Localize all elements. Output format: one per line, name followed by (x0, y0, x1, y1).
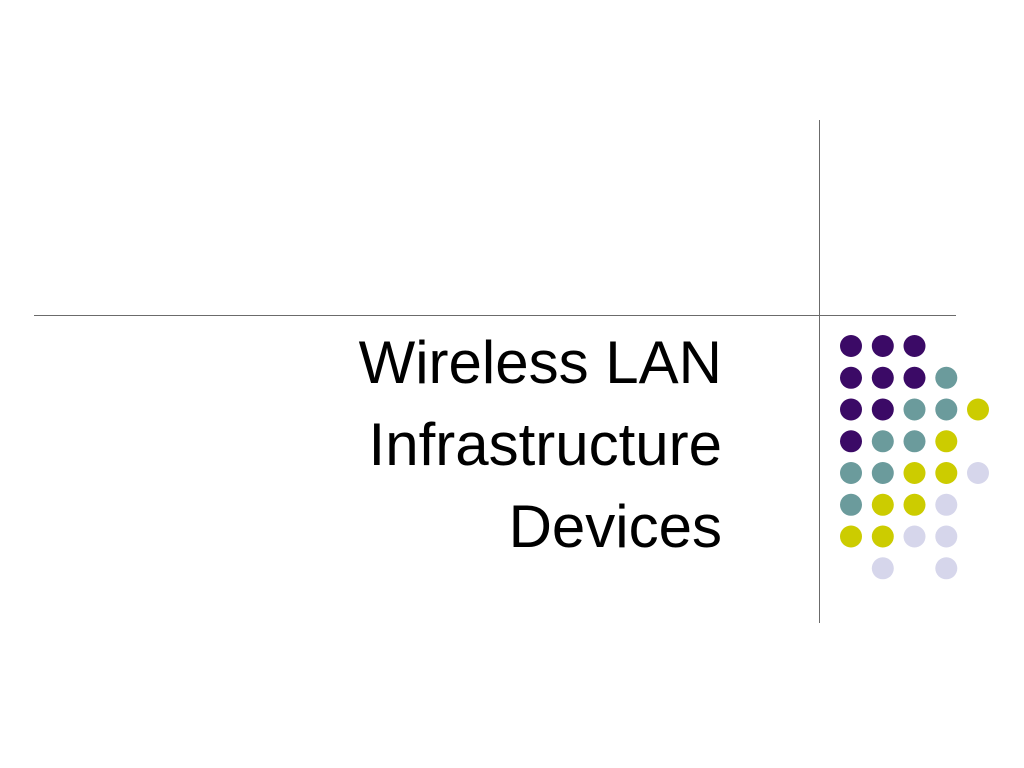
title-line-3: Devices (508, 493, 722, 560)
dot-teal (935, 366, 958, 389)
dot-purple (871, 335, 894, 357)
dot-teal (903, 398, 926, 421)
dot-teal (903, 430, 926, 453)
title-line-1: Wireless LAN (358, 329, 722, 396)
dot-yellow (967, 398, 989, 421)
dot-yellow (840, 525, 862, 548)
dot-teal (871, 462, 894, 484)
dot-purple (840, 366, 862, 389)
dot-yellow (903, 493, 926, 516)
vertical-divider (819, 120, 820, 623)
dot-yellow (935, 462, 958, 484)
dot-yellow (871, 525, 894, 548)
dot-purple (840, 398, 862, 421)
dot-yellow (935, 430, 958, 453)
dot-lavender (935, 525, 958, 548)
dot-lavender (935, 557, 958, 580)
dot-teal (840, 462, 862, 484)
dot-purple (840, 335, 862, 357)
dot-yellow (903, 462, 926, 484)
dot-purple (840, 430, 862, 453)
dot-lavender (871, 557, 894, 580)
dot-purple (903, 335, 926, 357)
dot-purple (871, 398, 894, 421)
dot-teal (840, 493, 862, 516)
dot-lavender (935, 493, 958, 516)
dot-purple (871, 366, 894, 389)
dot-yellow (871, 493, 894, 516)
title-line-2: Infrastructure (368, 411, 722, 478)
dot-teal (935, 398, 958, 421)
dot-lavender (903, 525, 926, 548)
dot-purple (903, 366, 926, 389)
horizontal-divider (34, 315, 956, 316)
dot-lavender (967, 462, 989, 484)
slide-title: Wireless LAN Infrastructure Devices (202, 322, 722, 568)
dot-teal (871, 430, 894, 453)
